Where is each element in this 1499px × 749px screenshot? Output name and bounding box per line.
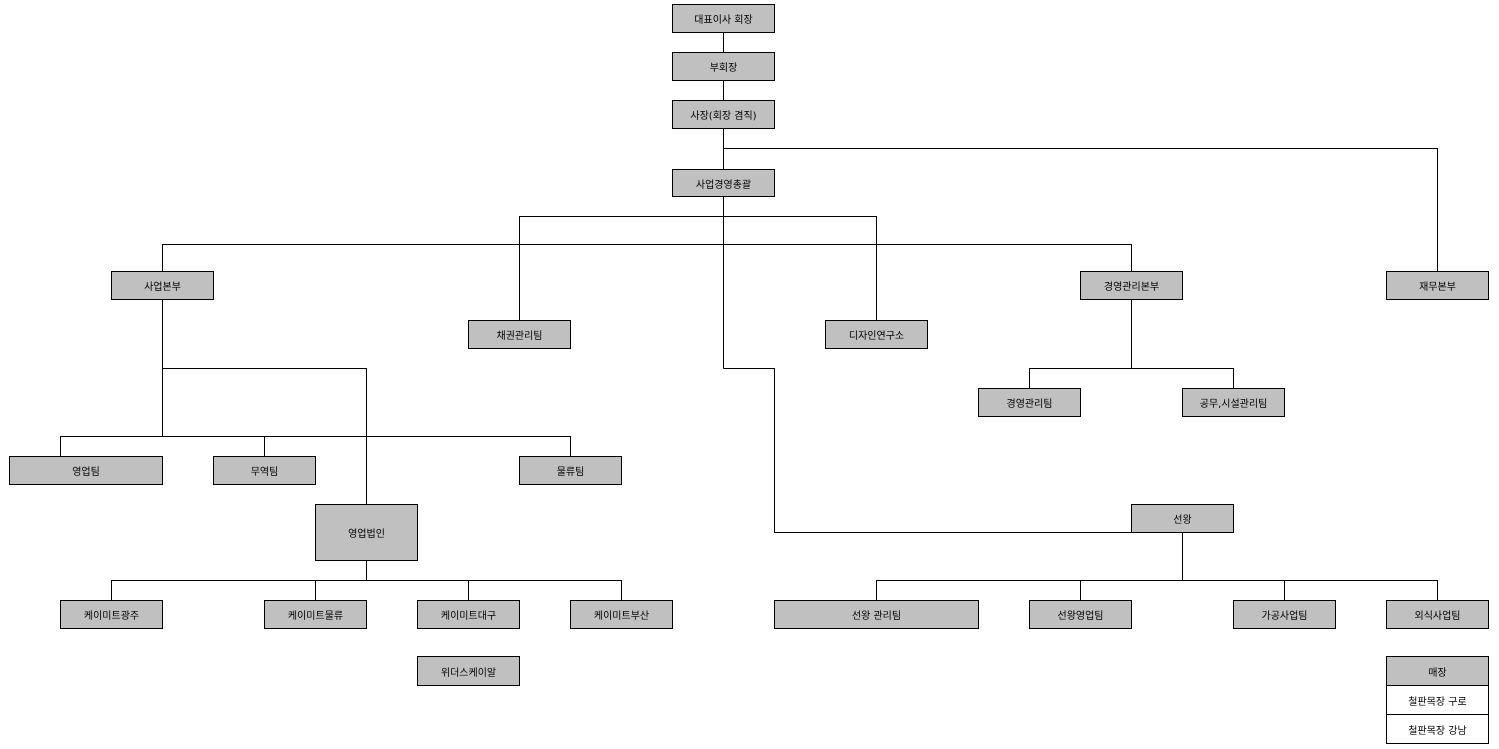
node-management-division: 경영관리본부 bbox=[1080, 271, 1183, 300]
node-km-daegu: 케이미트대구 bbox=[417, 600, 520, 629]
node-president: 사장(회장 겸직) bbox=[672, 100, 775, 129]
node-dining-team: 외식사업팀 bbox=[1386, 600, 1489, 629]
node-km-logistics: 케이미트물류 bbox=[264, 600, 367, 629]
node-corp-sales: 영업법인 bbox=[315, 504, 418, 561]
node-business-management: 사업경영총괄 bbox=[672, 169, 775, 197]
node-sunwang: 선왕 bbox=[1131, 504, 1234, 533]
node-logistics-team: 물류팀 bbox=[519, 456, 622, 485]
node-design-lab: 디자인연구소 bbox=[825, 320, 928, 349]
node-withus-kr: 위더스케이알 bbox=[417, 656, 520, 686]
node-km-gwangju: 케이미트광주 bbox=[60, 600, 163, 629]
node-vice-chairman: 부회장 bbox=[672, 52, 775, 81]
node-km-busan: 케이미트부산 bbox=[570, 600, 673, 629]
node-sunwang-sales: 선왕영업팀 bbox=[1029, 600, 1132, 629]
node-store-gangnam: 철판목장 강남 bbox=[1386, 715, 1489, 744]
node-stores-header: 매장 bbox=[1386, 656, 1489, 686]
node-processing-team: 가공사업팀 bbox=[1233, 600, 1336, 629]
node-sales-team: 영업팀 bbox=[9, 456, 163, 485]
node-facility-team: 공무,시설관리팀 bbox=[1182, 388, 1285, 417]
node-sunwang-mgmt: 선왕 관리팀 bbox=[774, 600, 979, 629]
node-store-guro: 철판목장 구로 bbox=[1386, 686, 1489, 715]
node-business-division: 사업본부 bbox=[111, 271, 214, 300]
node-management-team: 경영관리팀 bbox=[978, 388, 1081, 417]
node-trade-team: 무역팀 bbox=[213, 456, 316, 485]
node-ceo: 대표이사 회장 bbox=[672, 4, 775, 33]
node-finance-division: 재무본부 bbox=[1386, 271, 1489, 300]
node-bond-team: 채권관리팀 bbox=[468, 320, 571, 349]
